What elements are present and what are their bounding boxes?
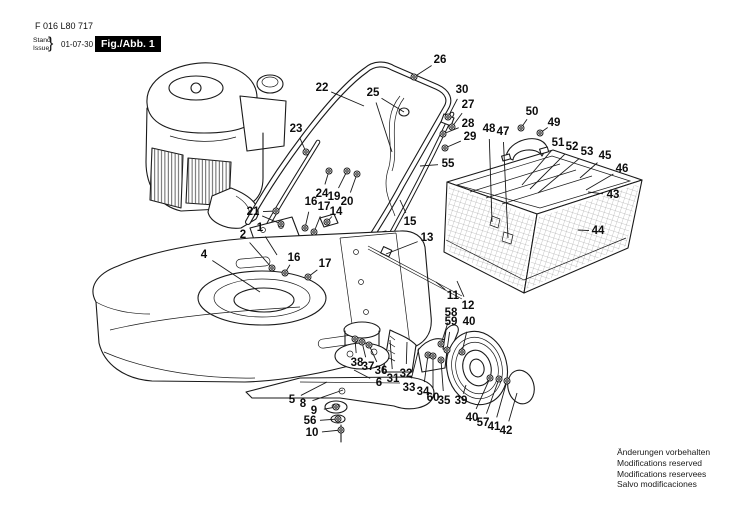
part-number-label: 40: [462, 316, 476, 328]
part-number-label: 52: [565, 141, 579, 153]
part-number-label: 30: [455, 84, 469, 96]
part-number-label: 50: [525, 106, 539, 118]
part-number-label: 22: [315, 82, 329, 94]
part-number-label: 33: [402, 382, 416, 394]
part-number-label: 25: [366, 87, 380, 99]
part-number-label: 59: [444, 316, 458, 328]
part-number-label: 6: [375, 377, 383, 389]
part-number-label: 31: [386, 373, 400, 385]
part-number-label: 17: [317, 201, 331, 213]
part-number-label: 2: [239, 229, 247, 241]
grass-basket: [443, 138, 643, 294]
modifications-notice: Änderungen vorbehalten Modifications res…: [617, 447, 710, 490]
part-number-label: 13: [420, 232, 434, 244]
part-number-label: 39: [454, 395, 468, 407]
part-number-label: 4: [200, 249, 208, 261]
part-number-label: 38: [350, 357, 364, 369]
part-number-label: 27: [461, 99, 475, 111]
part-number-label: 53: [580, 146, 594, 158]
part-number-label: 29: [463, 131, 477, 143]
part-number-label: 58: [444, 307, 458, 319]
part-number-label: 55: [441, 158, 455, 170]
part-number-label: 32: [399, 368, 413, 380]
document-number: F 016 L80 717: [35, 21, 94, 31]
part-number-label: 9: [310, 405, 318, 417]
part-number-label: 5: [288, 394, 296, 406]
part-number-label: 57: [476, 417, 490, 429]
part-number-label: 16: [287, 252, 301, 264]
notice-line-de: Änderungen vorbehalten: [617, 447, 711, 457]
notice-line-en: Modifications reserved: [617, 457, 703, 468]
part-number-label: 47: [496, 126, 510, 138]
part-number-label: 48: [482, 123, 496, 135]
engine-illustration: [145, 62, 287, 229]
part-number-label: 17: [318, 258, 332, 270]
part-number-label: 51: [551, 137, 565, 149]
part-number-label: 44: [591, 225, 605, 237]
part-number-label: 10: [305, 427, 319, 439]
hardware-fasteners: [268, 73, 544, 434]
part-number-label: 45: [598, 150, 612, 162]
part-number-label: 36: [374, 365, 388, 377]
part-number-label: 26: [433, 54, 447, 66]
notice-line-fr: Modifications reservees: [617, 468, 707, 479]
part-number-label: 16: [304, 196, 318, 208]
figure-label: Fig./Abb. 1: [95, 36, 161, 52]
part-number-label: 37: [361, 361, 375, 373]
hub-cap: [507, 369, 535, 405]
part-number-label: 46: [615, 163, 629, 175]
part-number-label: 60: [426, 392, 440, 404]
part-number-label: 49: [547, 117, 561, 129]
notice-line-es: Salvo modificaciones: [617, 479, 697, 490]
part-number-label: 43: [606, 189, 620, 201]
part-number-label: 42: [499, 425, 513, 437]
stand-issue-label: Stand Issue: [33, 37, 51, 52]
part-number-label: 24: [315, 188, 329, 200]
mower-deck: [92, 230, 432, 383]
part-number-label: 40: [465, 412, 479, 424]
part-number-label: 56: [303, 415, 317, 427]
part-number-label: 19: [327, 191, 341, 203]
guard-rod: [367, 245, 463, 300]
part-number-label: 15: [403, 216, 417, 228]
part-number-label: 20: [340, 196, 354, 208]
issue-label: Issue: [33, 44, 50, 52]
part-number-label: 8: [299, 398, 307, 410]
part-number-label: 1: [256, 222, 264, 234]
part-number-label: 14: [329, 206, 343, 218]
stand-label: Stand: [33, 37, 51, 44]
part-number-label: 41: [487, 421, 501, 433]
part-number-label: 23: [289, 123, 303, 135]
part-number-label: 11: [446, 290, 460, 302]
part-number-label: 28: [461, 118, 475, 130]
part-number-label: 12: [461, 300, 475, 312]
part-number-label: 21: [246, 206, 260, 218]
part-number-label: 35: [437, 395, 451, 407]
brace-glyph: }: [48, 35, 54, 52]
issue-date: 01-07-30: [61, 40, 94, 49]
part-number-label: 34: [416, 386, 430, 398]
